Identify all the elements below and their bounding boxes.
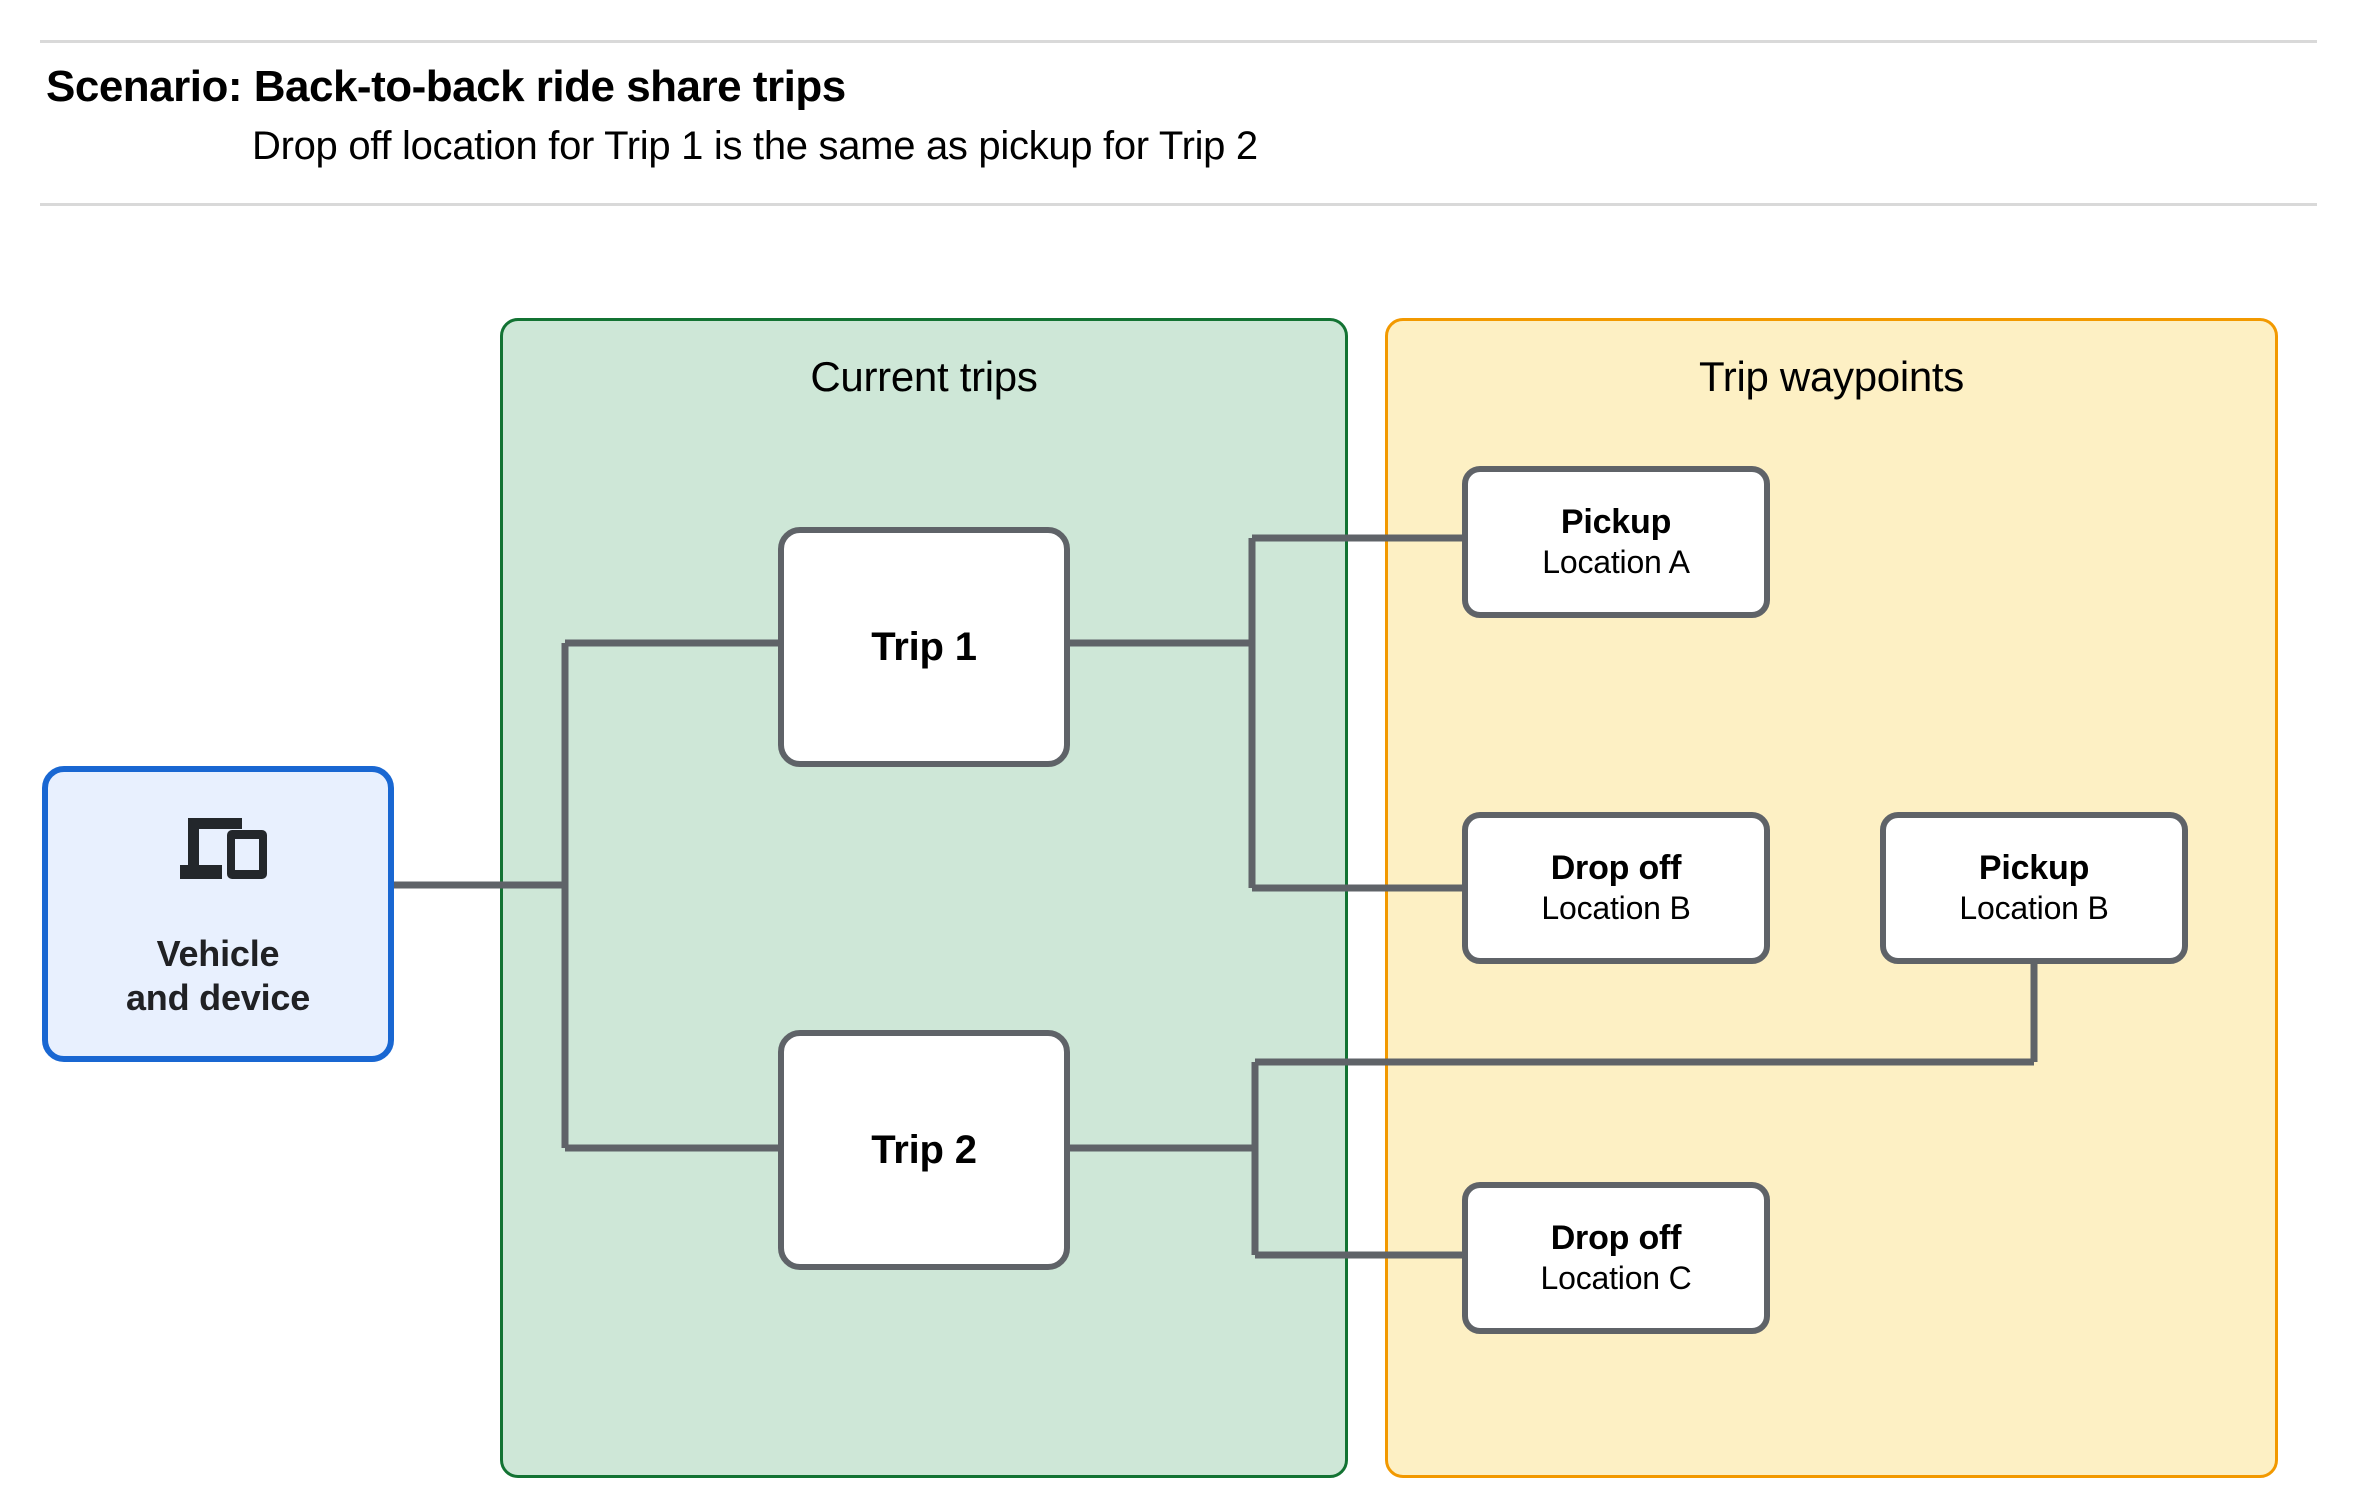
vehicle-label: Vehicle and device (125, 933, 311, 1018)
page-subtitle: Drop off location for Trip 1 is the same… (252, 124, 1258, 168)
waypoint-pickup-location-b[interactable]: Pickup Location B (1880, 812, 2188, 964)
node-vehicle-and-device[interactable]: Vehicle and device (42, 766, 394, 1062)
waypoint-location: Location B (1959, 890, 2109, 927)
panel-current-trips: Current trips (500, 318, 1348, 1478)
waypoint-location: Location C (1540, 1260, 1692, 1297)
waypoint-location: Location A (1542, 544, 1690, 581)
page-title: Scenario: Back-to-back ride share trips (46, 62, 846, 111)
node-trip-2[interactable]: Trip 2 (778, 1030, 1070, 1270)
trip-1-label: Trip 1 (871, 624, 977, 669)
header-divider-top (40, 40, 2317, 43)
devices-icon (180, 818, 267, 880)
waypoint-dropoff-location-c[interactable]: Drop off Location C (1462, 1182, 1770, 1334)
node-trip-1[interactable]: Trip 1 (778, 527, 1070, 767)
waypoint-dropoff-location-b[interactable]: Drop off Location B (1462, 812, 1770, 964)
waypoint-kind: Pickup (1978, 849, 2090, 888)
waypoint-kind: Pickup (1560, 503, 1672, 542)
waypoint-location: Location B (1541, 890, 1691, 927)
trip-2-label: Trip 2 (871, 1127, 977, 1172)
waypoint-pickup-location-a[interactable]: Pickup Location A (1462, 466, 1770, 618)
panel-trip-waypoints-title: Trip waypoints (1698, 353, 1964, 400)
panel-current-trips-title: Current trips (810, 353, 1038, 400)
header-divider-bottom (40, 203, 2317, 206)
waypoint-kind: Drop off (1550, 849, 1682, 888)
waypoint-kind: Drop off (1550, 1219, 1682, 1258)
